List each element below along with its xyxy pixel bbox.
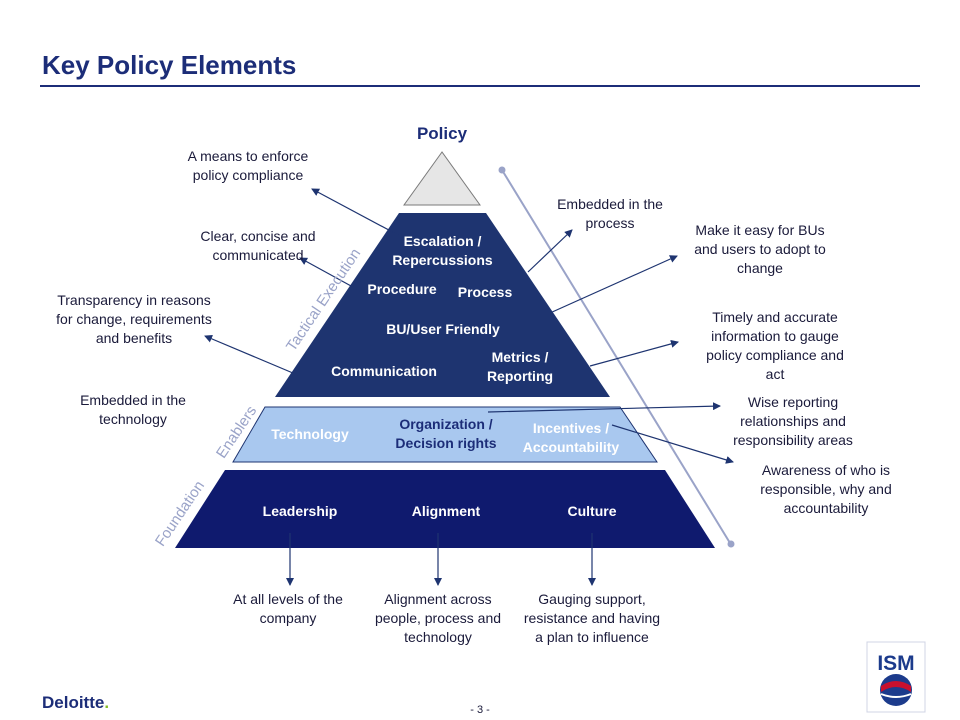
guide-line-dot-top [498, 166, 506, 174]
escalation-label: Escalation / Repercussions [392, 233, 493, 268]
deloitte-logo: Deloitte. [42, 693, 109, 713]
arrow-make-easy [549, 255, 678, 314]
page-number: - 3 - [470, 704, 490, 716]
organization-label: Organization / Decision rights [395, 416, 497, 451]
tier-enablers [232, 406, 658, 463]
tier-tactical [275, 213, 610, 397]
procedure-label: Procedure [367, 281, 437, 297]
note-enforce: A means to enforce policy compliance [187, 148, 309, 183]
deloitte-logo-text: Deloitte [42, 693, 105, 712]
arrow-embedded-process [527, 229, 573, 273]
ism-logo: ISM [866, 641, 926, 713]
leadership-label: Leadership [262, 503, 338, 519]
note-make-easy: Make it easy for BUs and users to adopt … [694, 222, 826, 276]
arrow-timely [589, 339, 679, 367]
alignment-label: Alignment [411, 503, 481, 519]
communication-label: Communication [331, 363, 437, 379]
title-divider [40, 85, 920, 87]
page-title: Key Policy Elements [42, 50, 297, 80]
arrow-wise [487, 402, 721, 413]
note-embedded-technology: Embedded in the technology [80, 392, 186, 427]
arrow-awareness [611, 424, 734, 464]
deloitte-logo-dot: . [104, 693, 110, 712]
technology-label: Technology [271, 426, 349, 442]
note-awareness: Awareness of who is responsible, why and… [760, 462, 892, 516]
guide-line-dot-bottom [727, 540, 735, 548]
guide-line [501, 169, 731, 544]
note-levels: At all levels of the company [233, 591, 343, 626]
note-alignment: Alignment across people, process and tec… [374, 591, 502, 645]
note-timely: Timely and accurate information to gauge… [706, 309, 844, 382]
note-wise: Wise reporting relationships and respons… [733, 394, 853, 448]
note-transparency: Transparency in reasons for change, requ… [56, 292, 212, 346]
metrics-reporting-label: Metrics / Reporting [486, 349, 554, 384]
note-clear: Clear, concise and communicated [200, 228, 316, 263]
arrow-transparency [204, 335, 301, 377]
tier-foundation [175, 470, 715, 548]
note-embedded-process: Embedded in the process [557, 196, 663, 231]
apex-triangle [403, 151, 481, 206]
arrow-clear [299, 257, 363, 293]
ism-logo-text: ISM [877, 652, 914, 675]
bu-user-friendly-label: BU/User Friendly [386, 321, 500, 337]
note-gauging: Gauging support, resistance and having a… [523, 591, 661, 645]
incentives-label: Incentives / Accountability [522, 420, 620, 455]
arrow-enforce [311, 188, 401, 237]
process-label: Process [457, 284, 513, 300]
culture-label: Culture [567, 503, 617, 519]
policy-label: Policy [416, 124, 468, 143]
